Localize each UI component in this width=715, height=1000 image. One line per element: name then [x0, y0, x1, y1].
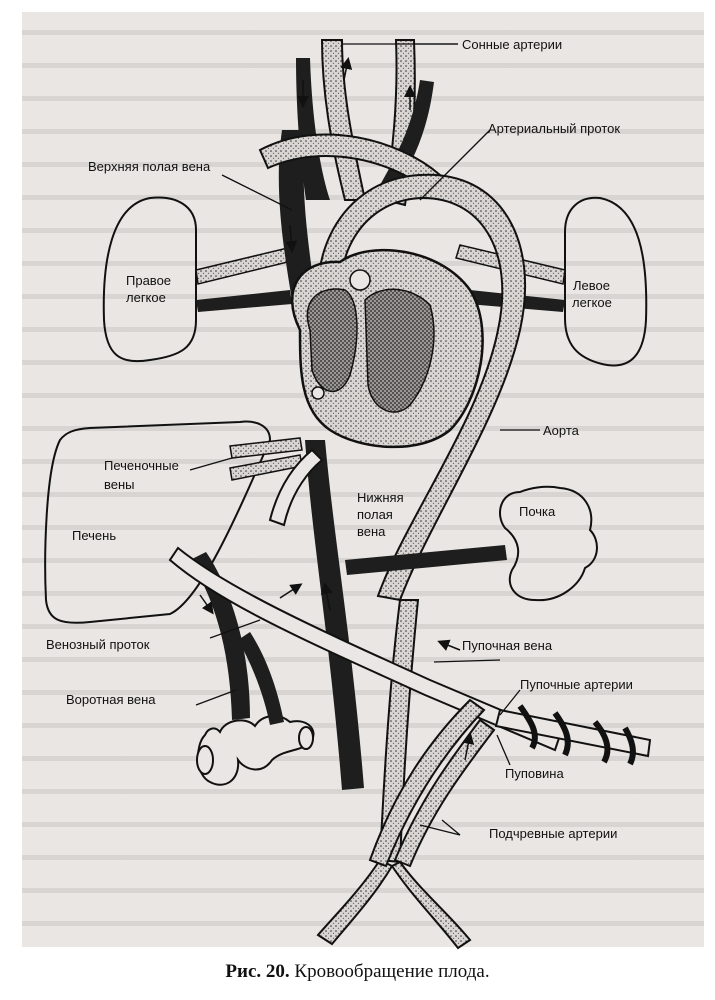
label-hepatic-veins-line2: вены: [104, 477, 135, 492]
label-kidney: Почка: [519, 504, 556, 519]
label-superior-vena-cava: Верхняя полая вена: [88, 159, 211, 174]
figure-title: Кровообращение плода.: [294, 961, 489, 982]
label-umbilical-arteries: Пупочные артерии: [520, 677, 633, 692]
label-ivc-line2: полая: [357, 507, 393, 522]
label-left-lung-line1: Левое: [573, 278, 610, 293]
label-right-lung-line2: легкое: [126, 290, 166, 305]
label-left-lung-line2: легкое: [572, 295, 612, 310]
label-aorta: Аорта: [543, 423, 580, 438]
label-hepatic-veins-line1: Печеночные: [104, 458, 179, 473]
figure-number: Рис. 20.: [225, 961, 289, 982]
label-right-lung-line1: Правое: [126, 273, 171, 288]
label-umbilical-vein: Пупочная вена: [462, 638, 553, 653]
label-liver: Печень: [72, 528, 116, 543]
label-ivc-line3: вена: [357, 524, 386, 539]
label-ivc-line1: Нижняя: [357, 490, 404, 505]
label-portal-vein: Воротная вена: [66, 692, 156, 707]
label-ductus-venosus: Венозный проток: [46, 637, 150, 652]
heart: [292, 250, 482, 447]
label-carotid-arteries: Сонные артерии: [462, 37, 562, 52]
label-umbilical-cord: Пуповина: [505, 766, 564, 781]
intestine: [197, 716, 313, 785]
renal-vein: [345, 545, 507, 575]
figure-caption: Рис. 20. Кровообращение плода.: [0, 961, 715, 983]
label-iliac-arteries: Подчревные артерии: [489, 826, 617, 841]
label-ductus-arteriosus: Артериальный проток: [488, 121, 620, 136]
